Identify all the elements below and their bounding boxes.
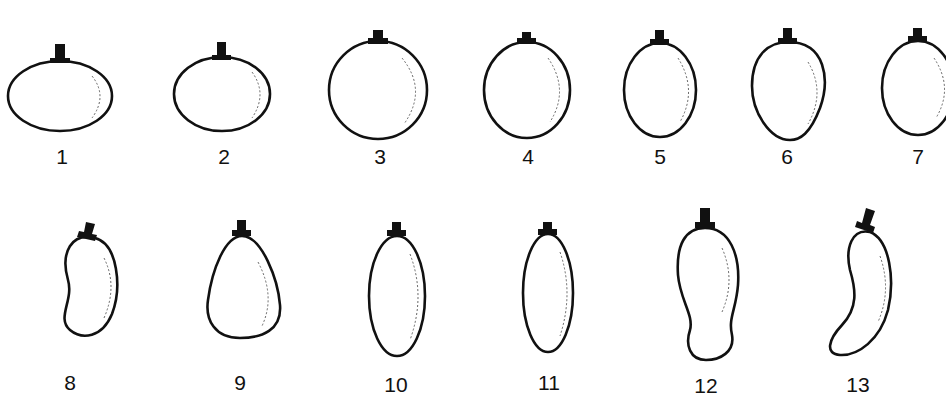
highlight: [878, 256, 886, 322]
highlight: [548, 58, 560, 122]
berry-outline: [523, 234, 573, 352]
berry-outline: [752, 42, 825, 140]
berry-outline: [329, 41, 427, 139]
highlight: [258, 262, 268, 326]
callout-number: 2: [218, 146, 230, 167]
stem: [695, 208, 715, 228]
berry-outline: [484, 42, 570, 138]
berry-outline: [65, 237, 118, 336]
berry-outline: [678, 228, 739, 360]
berry-outline: [174, 57, 270, 131]
berry-outline: [830, 231, 891, 355]
stem: [387, 222, 406, 236]
callout-number: 1: [56, 146, 68, 167]
highlight: [104, 258, 111, 318]
berry-outline: [8, 61, 112, 131]
stem: [232, 220, 251, 236]
callout-number: 12: [694, 375, 717, 396]
highlight: [402, 58, 416, 124]
callout-number: 7: [912, 146, 924, 167]
stem: [538, 222, 557, 235]
callout-number: 5: [654, 146, 666, 167]
callout-number: 3: [374, 146, 386, 167]
berry-outline: [882, 41, 946, 135]
highlight: [678, 58, 689, 122]
highlight: [252, 72, 260, 118]
callout-number: 13: [846, 374, 869, 395]
berry-outline: [369, 236, 425, 356]
stem: [368, 30, 388, 44]
highlight: [560, 252, 567, 336]
stem: [77, 222, 97, 241]
highlight: [92, 76, 100, 118]
stem: [50, 44, 70, 63]
stem: [517, 32, 536, 44]
callout-number: 8: [64, 372, 76, 393]
berry-outline: [624, 43, 696, 137]
stem: [778, 28, 797, 44]
berry-outline: [207, 236, 280, 338]
callout-number: 9: [234, 372, 246, 393]
callout-number: 10: [384, 374, 407, 395]
stem: [855, 208, 875, 233]
stem: [908, 28, 927, 42]
callout-number: 11: [538, 372, 560, 393]
highlight: [808, 62, 817, 124]
highlight: [934, 58, 945, 118]
callout-number: 6: [781, 146, 793, 167]
highlight: [722, 248, 729, 312]
highlight: [410, 254, 418, 340]
callout-number: 4: [522, 146, 534, 167]
stem: [650, 30, 669, 45]
stem: [212, 42, 231, 60]
